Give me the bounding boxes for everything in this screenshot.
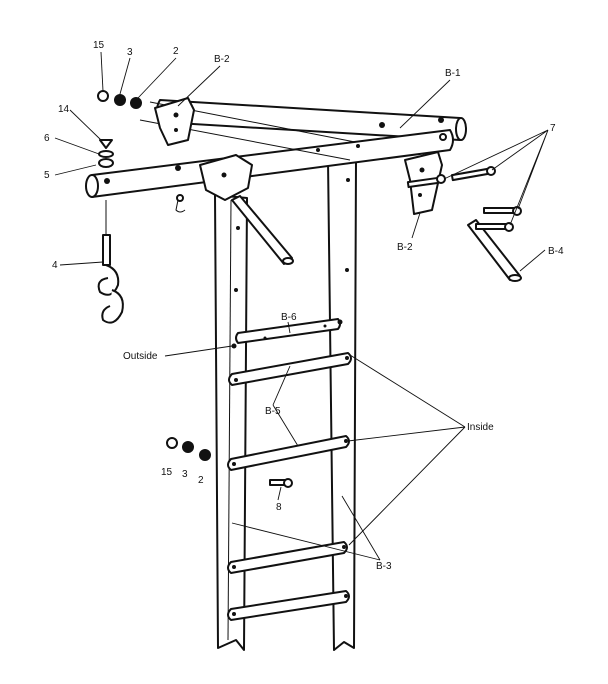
bolt-7-d [475,222,514,232]
swing-hanger-hook [97,200,124,324]
bolt-7-a [450,166,496,182]
label-inside: Inside [467,422,494,433]
label-15-top: 15 [93,40,105,51]
hardware-top [97,90,142,168]
label-14: 14 [58,104,70,115]
label-3-low: 3 [182,469,188,480]
label-b6: B-6 [281,312,297,323]
top-bar-front [85,129,454,198]
label-b1: B-1 [445,68,461,79]
bolts-7 [406,166,522,232]
label-b3: B-3 [376,561,392,572]
brace-left [231,195,294,265]
rung-b3-upper [227,541,348,574]
leader-lines [54,51,549,561]
label-3-top: 3 [127,47,133,58]
label-b5: B-5 [265,406,281,417]
center-joint-bracket [199,154,253,201]
brace-b4 [467,219,522,282]
rung-b3-lower [227,590,350,621]
label-2-top: 2 [173,46,179,57]
label-15-low: 15 [161,467,173,478]
ladder-left-rail [214,194,248,651]
bracket-b2-upper [154,97,195,146]
label-6: 6 [44,133,50,144]
label-7: 7 [550,123,556,134]
label-b4: B-4 [548,246,564,257]
rung-b5-lower [227,435,350,471]
label-8: 8 [276,502,282,513]
label-b2-top: B-2 [214,54,230,65]
bar-hardware [175,133,447,213]
hardware-lower [166,437,293,488]
label-5: 5 [44,170,50,181]
label-b2-right: B-2 [397,242,413,253]
part-labels: 15 3 2 B-2 B-1 14 6 5 7 B-2 B-4 4 B-6 Ou… [44,40,564,572]
bolt-7-b [406,174,446,189]
label-outside: Outside [123,351,158,362]
label-2-low: 2 [198,475,204,486]
ladder-right-rail [327,155,357,651]
rail-holes [231,178,350,349]
label-4: 4 [52,260,58,271]
